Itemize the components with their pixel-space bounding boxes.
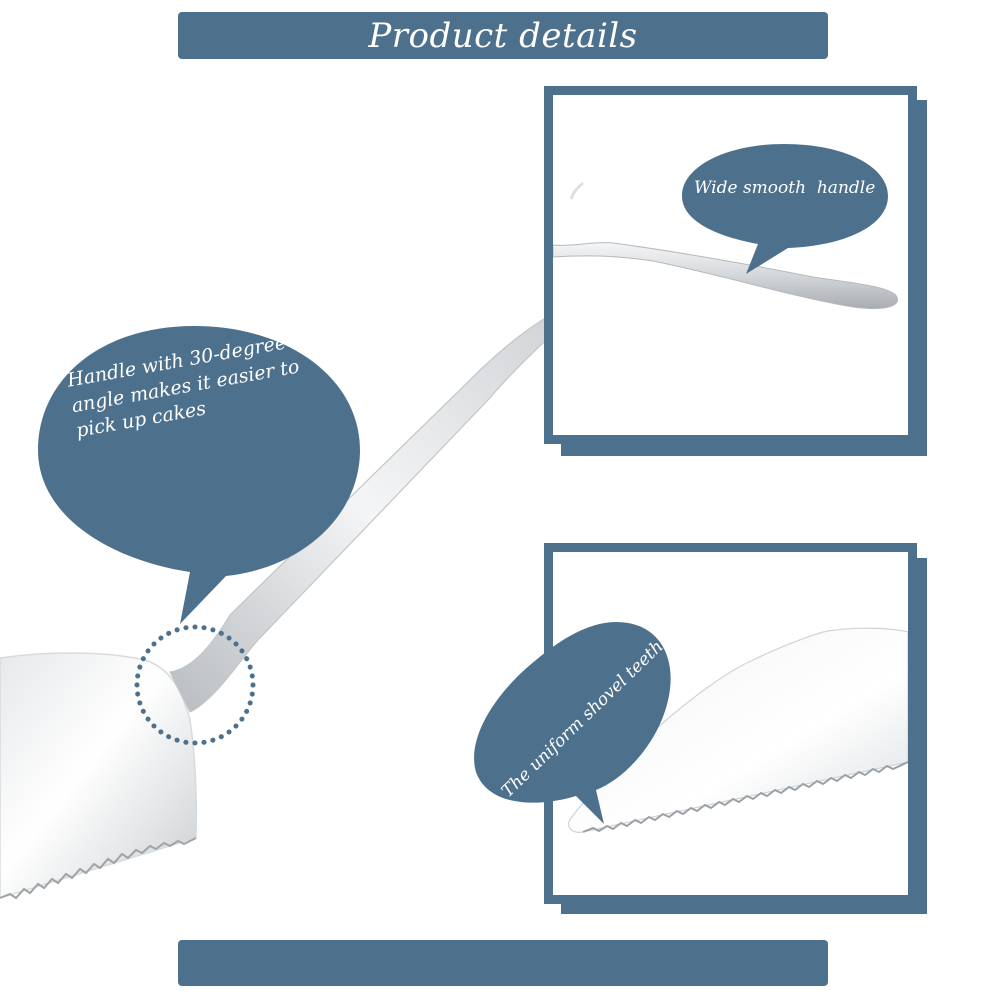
- callout-bubble-angle: [38, 326, 360, 624]
- frame-handle-closeup: [544, 86, 917, 444]
- cake-server-handle-icon: [553, 181, 898, 310]
- page-title: Product details: [368, 15, 638, 56]
- dotted-circle-icon: [134, 624, 256, 746]
- callout-bubble-teeth: [474, 622, 671, 824]
- callout-bubble-wide-handle: [682, 144, 888, 274]
- footer-banner: [178, 940, 828, 986]
- callout-wide-handle: Wide smooth handle: [694, 178, 876, 198]
- header-banner: Product details: [178, 12, 828, 59]
